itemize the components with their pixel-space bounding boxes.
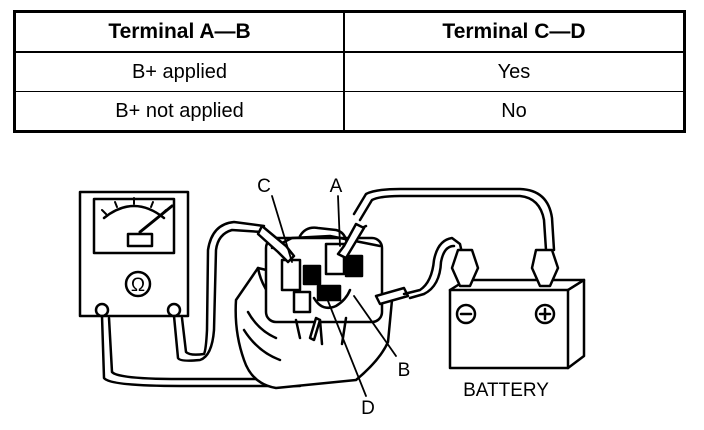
terminal-label-c: C (257, 176, 271, 197)
battery-leads (352, 187, 556, 300)
label-leaders (271, 195, 397, 397)
terminal-label-d: D (361, 398, 375, 419)
ohmmeter (78, 190, 190, 318)
table-row: B+ applied Yes (14, 51, 685, 92)
ohm-knob-icon (124, 270, 152, 298)
battery-label: BATTERY (463, 380, 549, 401)
ohmmeter-leads (100, 220, 316, 388)
terminal-test-table: Terminal A—B Terminal C—D B+ applied Yes… (13, 10, 686, 133)
terminal-label-a: A (330, 176, 343, 197)
positive-clamp (530, 248, 560, 288)
relay (234, 224, 394, 390)
table-header-row: Terminal A—B Terminal C—D (14, 11, 685, 53)
terminal-label-b: B (398, 360, 411, 381)
probe-clips (256, 222, 410, 342)
cell-condition: B+ not applied (14, 91, 345, 132)
battery (448, 248, 586, 370)
negative-clamp (450, 248, 480, 288)
header-terminal-c-d: Terminal C—D (343, 11, 685, 53)
cell-continuity: No (343, 91, 685, 132)
ohm-symbol: Ω (131, 275, 145, 296)
header-terminal-a-b: Terminal A—B (14, 11, 345, 53)
table-row: B+ not applied No (14, 91, 685, 132)
cell-condition: B+ applied (14, 51, 345, 92)
